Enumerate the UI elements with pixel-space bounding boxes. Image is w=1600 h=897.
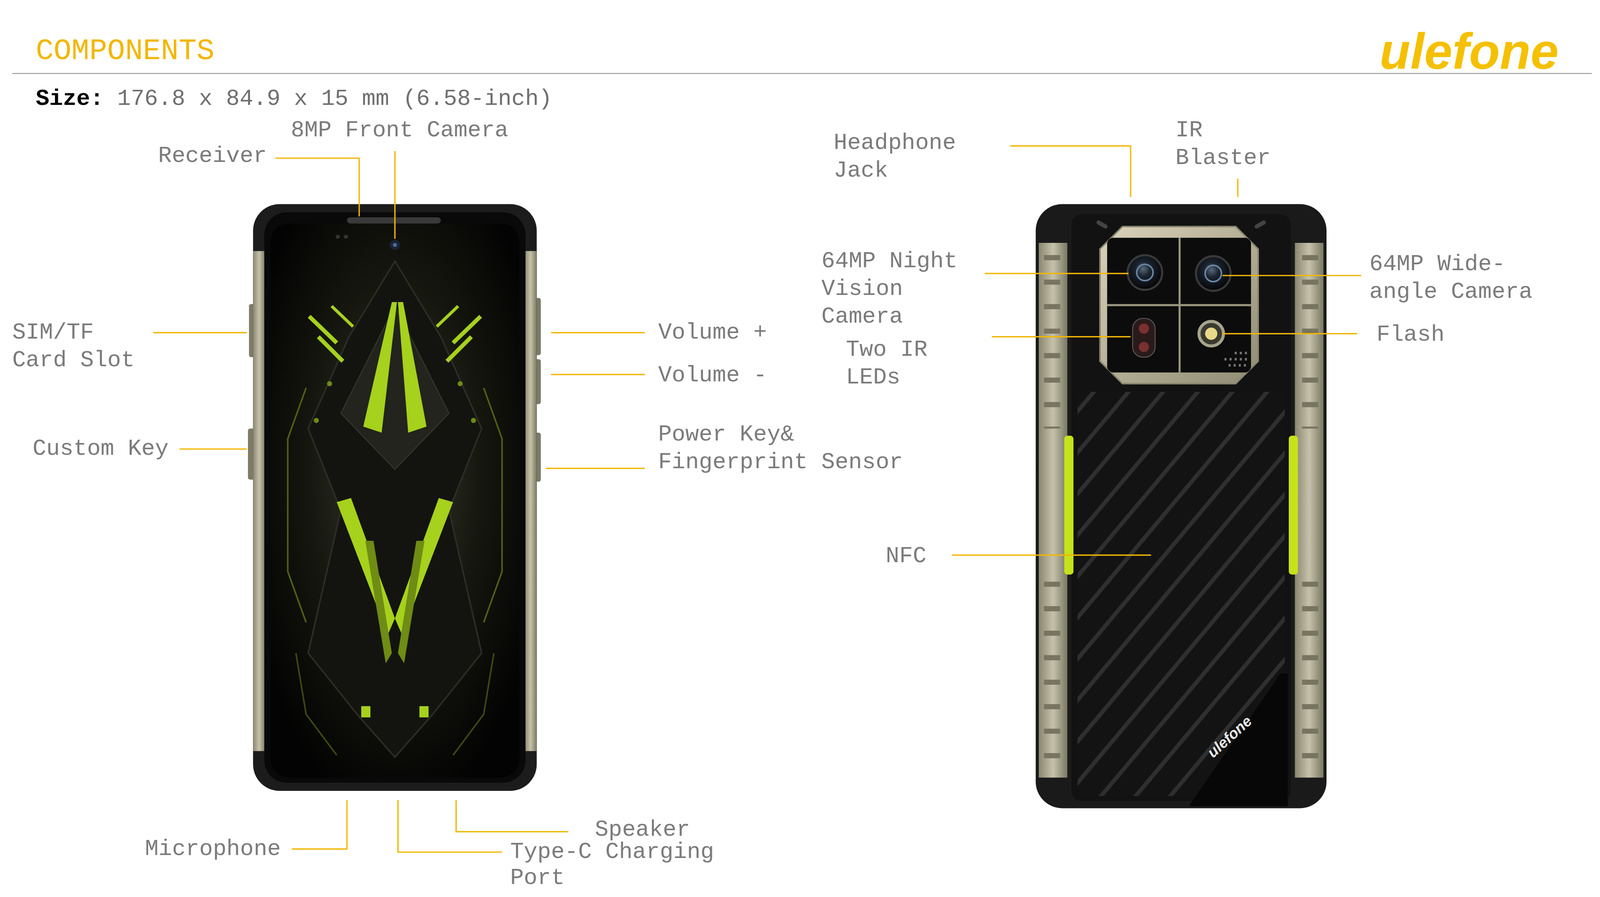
wallpaper: [287, 261, 503, 758]
leader-line: [1222, 333, 1358, 335]
side-panel: [1038, 242, 1068, 778]
grip-ridges: [1043, 581, 1061, 771]
leader-line: [398, 800, 503, 853]
side-rail: [524, 250, 537, 751]
green-accent: [1064, 435, 1074, 575]
part-label: 64MP Wide-angle Camera: [1369, 250, 1540, 306]
leader-line: [153, 331, 248, 334]
leader-line: [545, 467, 645, 470]
front-phone: [247, 203, 541, 791]
front-camera: [389, 239, 400, 251]
leader-line: [1237, 178, 1239, 198]
mic-slot: [1095, 219, 1109, 230]
part-label: Volume +: [658, 318, 767, 347]
part-label: Volume -: [658, 361, 767, 390]
part-label: Receiver: [158, 142, 267, 170]
back-logo: ulefone: [1203, 712, 1256, 761]
front-camera-lens: [392, 242, 397, 248]
part-label: 64MP Night Vision Camera: [821, 247, 965, 331]
sensor-dot: [335, 234, 340, 239]
green-accent: [1288, 435, 1298, 575]
logo-panel: [1188, 673, 1288, 806]
leader-line: [1010, 145, 1131, 198]
side-panel: [1295, 242, 1324, 778]
part-label: Power Key& Fingerprint Sensor: [658, 420, 910, 477]
phone-body: [1035, 203, 1327, 808]
back-phone: [1035, 203, 1327, 808]
part-label: NFC: [885, 542, 927, 571]
screen: [270, 223, 520, 778]
leader-line: [1222, 274, 1362, 277]
size-value: 176.8 x 84.9 x 15 mm (6.58-inch): [117, 85, 553, 113]
part-label: IR Blaster: [1175, 116, 1278, 172]
leader-line: [291, 800, 347, 850]
leader-line: [394, 151, 396, 239]
earpiece: [346, 217, 441, 224]
leader-line: [550, 331, 645, 334]
part-label: Flash: [1376, 320, 1445, 349]
leader-line: [275, 158, 360, 217]
leader-line: [991, 336, 1131, 338]
phone-bumper: [252, 203, 537, 791]
grip-ridges: [1302, 581, 1319, 771]
grip-ridges: [1043, 255, 1061, 429]
part-label: Headphone Jack: [833, 129, 963, 185]
leader-line: [951, 554, 1151, 556]
front-bezel: [264, 212, 526, 783]
part-label: Microphone: [144, 835, 281, 863]
part-label: 8MP Front Camera: [290, 116, 509, 145]
part-label: Custom Key: [32, 435, 169, 463]
brand-logo: ulefone: [1379, 23, 1559, 79]
part-label: Type-C Charging Port: [510, 839, 735, 892]
part-label: Two IR LEDs: [845, 336, 935, 392]
size-key: Size:: [35, 85, 104, 113]
header-rule: [12, 72, 1592, 74]
leader-line: [179, 448, 248, 450]
leader-line: [456, 800, 569, 832]
part-label: Speaker: [594, 815, 691, 844]
grip-ridges: [1302, 255, 1319, 429]
sensor-dot: [343, 234, 349, 239]
leader-line: [984, 272, 1129, 274]
leader-lines: [153, 145, 1362, 853]
title: COMPONENTS: [35, 34, 215, 68]
leader-line: [550, 373, 645, 376]
part-label: SIM/TF Card Slot: [12, 318, 155, 375]
camera-module: [1099, 226, 1259, 384]
mic-slot: [1253, 219, 1267, 230]
side-rail: [252, 250, 266, 751]
